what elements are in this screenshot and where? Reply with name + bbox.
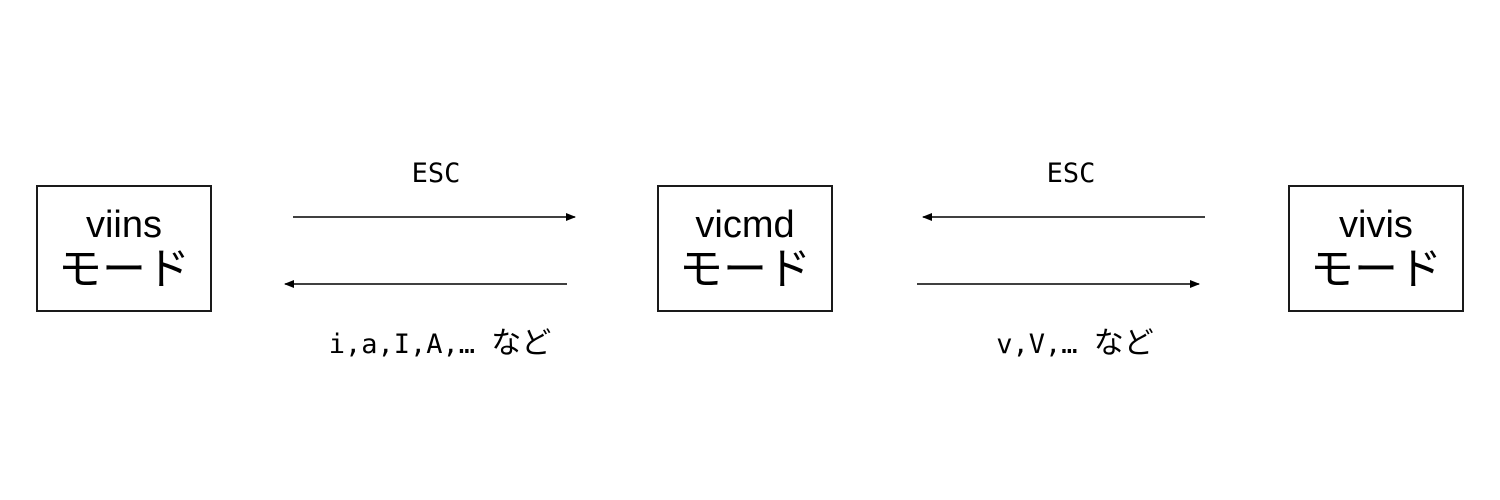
- mode-box-viins: viins モード: [36, 185, 212, 312]
- label-vicmd-to-viins-suffix: など: [491, 326, 552, 361]
- label-vicmd-to-viins: i,a,I,A,… など: [310, 318, 570, 362]
- mode-suffix-vivis: モード: [1310, 243, 1442, 295]
- label-vicmd-to-viins-keys: i,a,I,A,…: [328, 329, 476, 360]
- mode-name-vicmd: vicmd: [695, 203, 795, 246]
- label-vicmd-to-vivis-suffix: など: [1093, 326, 1154, 361]
- mode-name-viins: viins: [85, 203, 163, 246]
- label-vicmd-to-vivis-keys: v,V,…: [996, 329, 1078, 360]
- mode-box-vivis: vivis モード: [1288, 185, 1464, 312]
- label-vicmd-to-vivis: v,V,… など: [985, 318, 1165, 362]
- mode-suffix-vicmd: モード: [679, 243, 811, 295]
- label-viins-to-vicmd: ESC: [411, 158, 461, 189]
- mode-suffix-viins: モード: [58, 243, 190, 295]
- label-vivis-to-vicmd: ESC: [1046, 158, 1096, 189]
- mode-box-vicmd: vicmd モード: [657, 185, 833, 312]
- mode-name-vivis: vivis: [1339, 203, 1413, 246]
